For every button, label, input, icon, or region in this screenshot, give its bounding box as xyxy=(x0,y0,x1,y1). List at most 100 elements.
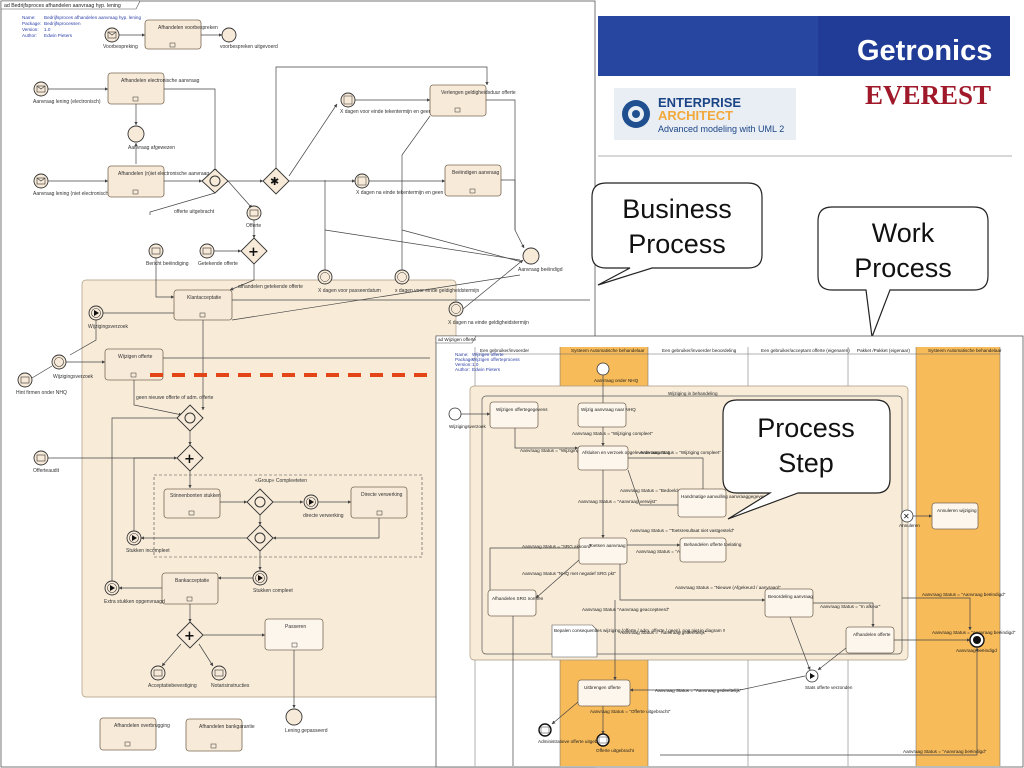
task-beeindigen-label: Beëindigen aanvraag xyxy=(452,170,499,176)
task-beeindigen-aanvraag[interactable]: Beëindigen aanvraag xyxy=(444,164,502,197)
wp-task-annuleren-wijziging[interactable]: Annuleren wijziging xyxy=(931,502,979,530)
wp-task-behandelen-offerte[interactable]: Behandelen offerte toelating xyxy=(679,537,742,563)
timer-event-x-dagen-einde[interactable] xyxy=(394,269,410,285)
start-event-getekende-offerte[interactable] xyxy=(199,243,215,259)
intermediate-event-directe-verwerking[interactable] xyxy=(303,494,319,510)
task-passeren[interactable]: Passeren xyxy=(264,618,324,651)
wp-end-event-offerte-uitgebracht[interactable] xyxy=(596,733,610,747)
timer-event-x-dagen-na[interactable] xyxy=(448,301,464,317)
enterprise-architect-logo: ENTERPRISE ARCHITECT Advanced modeling w… xyxy=(614,88,796,140)
task-afhandelen-niet-elec[interactable]: Afhandelen (n)iet electronische aanvraag xyxy=(107,165,209,198)
task-directe-verwerking[interactable]: Directe verwerking xyxy=(350,486,408,519)
wp-task-toetsen-aanvraag[interactable]: Toetsen aanvraag xyxy=(578,537,628,565)
wp-end-event-aanvraag-beeindigd[interactable] xyxy=(969,632,985,648)
task-afhandelen-overbrugging[interactable]: Afhandelen overbrugging xyxy=(99,717,170,751)
task-afhandelen-elec[interactable]: Afhandelen electronische aanvraag xyxy=(107,72,200,105)
wp-label-status-toetsresultaat: Aanvraag Status = "Toetsresultaat niet v… xyxy=(630,528,735,533)
label-bericht-beeindiging: Bericht beëindiging xyxy=(146,261,189,267)
everest-logo: EVEREST xyxy=(865,80,991,110)
label-aanvraag-afgewezen: Aanvraag afgewezen xyxy=(128,145,175,151)
label-aanvraag-beeindigd: Aanvraag beëindigd xyxy=(518,267,563,273)
intermediate-event-wijzigingsverzoek-2[interactable] xyxy=(51,354,67,370)
cancel-icon: ✕ xyxy=(903,512,910,521)
label-voorbespreken-uitgevoerd: voorbespreken uitgevoerd xyxy=(220,44,278,50)
lane-header-6: Systeem Automatische behandelaar xyxy=(928,348,1002,353)
task-stinnenbonten-label: Stinnenbonten stukken xyxy=(170,493,221,499)
wp-task-handmatige-aanvulling[interactable]: Handmatige aanvulling aanvraaggegevens xyxy=(677,488,769,518)
timer-event-x-dagen-passeer[interactable] xyxy=(317,269,333,285)
wp-end-event-administratie[interactable] xyxy=(538,723,552,737)
plus-icon: + xyxy=(248,245,259,260)
wp-task-afhandelen-srg[interactable]: Afhandelen SRG normen xyxy=(487,589,544,617)
wp-start-event[interactable] xyxy=(596,362,610,376)
meta-version-value: 1.0 xyxy=(44,27,51,32)
wp-label-status-beeindigd-bottom: Aanvraag Status = "Aanvraag beëindigd" xyxy=(903,749,987,754)
task-afhandelen-voorbespreken[interactable]: Afhandelen voorbespreken xyxy=(144,19,218,50)
end-event-aanvraag-beeindigd[interactable] xyxy=(522,247,540,265)
task-afhandelen-niet-elec-label: Afhandelen (n)iet electronische aanvraag xyxy=(118,171,209,177)
work-process-diagram: ad Wijzigen offerte Een gebruiker/invoer… xyxy=(435,335,1024,768)
end-event-notarisinstructies[interactable] xyxy=(211,665,227,681)
task-verlengen-geldigheidsduur[interactable]: Verlengen geldigheidsduur offerte xyxy=(429,84,516,117)
bubble-step-line2: Step xyxy=(778,448,834,478)
wp-task-uitbrengen-offerte[interactable]: Uitbrengen offerte xyxy=(577,679,631,707)
intermediate-event-extra-stukken[interactable] xyxy=(104,580,120,596)
intermediate-event-stukken-compleet[interactable] xyxy=(252,570,268,586)
label-x-dagen-verlengen: X dagen voor einde tekentermijn en geen … xyxy=(340,109,472,115)
wp-event-annuleren[interactable]: ✕ xyxy=(900,509,914,523)
start-event-aanvraag-niet-elec[interactable] xyxy=(33,173,49,189)
wp-task-uitbrengen-offerte-label: Uitbrengen offerte xyxy=(584,685,621,690)
bubble-business-process: Business Process xyxy=(591,182,763,286)
intermediate-event-x-dagen-verlengen[interactable] xyxy=(340,92,356,108)
meta-author-label: Author: xyxy=(22,33,37,38)
start-event-voorbespreking[interactable] xyxy=(104,27,120,43)
label-wijzigingsverzoek: Wijzigingsverzoek xyxy=(88,324,129,330)
wp-task-wijzigen-offertegegevens[interactable]: Wijzigen offertegegevens xyxy=(489,401,548,429)
task-afhandelen-bankgarantie[interactable]: Afhandelen bankgarantie xyxy=(185,718,255,752)
end-event-voorbespreking[interactable] xyxy=(221,27,237,43)
task-afhandelen-elec-label: Afhandelen electronische aanvraag xyxy=(121,78,200,84)
wp-label-offerte-uitgebracht: Offerte uitgebracht xyxy=(596,748,635,753)
wp-task-beoordeling-aanvraag[interactable]: Beoordeling aanvraag xyxy=(764,588,814,618)
end-event-aanvraag-afgewezen[interactable] xyxy=(127,125,145,143)
wp-label-status-toestemming: Aanvraag Status "Aanvraag geaccepteerd" xyxy=(582,607,670,612)
end-event-lening-gepasseerd[interactable] xyxy=(285,708,303,726)
ea-line-2: ARCHITECT xyxy=(658,108,733,123)
meta-author-value: Edwin Pieters xyxy=(44,33,73,38)
task-stinnenbonten-stukken[interactable]: Stinnenbonten stukken xyxy=(163,488,221,519)
asterisk-icon: ✱ xyxy=(270,175,279,188)
intermediate-event-stukken-incompleet[interactable] xyxy=(126,530,142,546)
label-acceptatiebevestiging: Acceptatiebevestiging xyxy=(148,683,197,689)
wp-event-stats-offerte[interactable] xyxy=(805,669,819,683)
inclusive-gateway-4[interactable] xyxy=(246,524,274,552)
wp-label-administratie: Administratieve offerte uitgebracht xyxy=(538,739,608,744)
wp-label-status-compleet: Aanvraag Status = "Wijziging compleet" xyxy=(572,431,653,436)
start-event-hint-firmen[interactable] xyxy=(17,372,33,388)
intermediate-event-x-dagen-beeindigen[interactable] xyxy=(354,173,370,189)
wp-start-wijzigingsverzoek[interactable] xyxy=(448,407,462,421)
wp-task-wijzig-aanvraag[interactable]: Wijzig aanvraag naar NHQ xyxy=(577,402,636,428)
intermediate-event-offerte[interactable] xyxy=(246,205,262,221)
lane-header-2: Systeem Automatische behandelaar xyxy=(571,348,645,353)
task-bankacceptatie[interactable]: Bankacceptatie xyxy=(161,572,219,605)
intermediate-event-wijzigingsverzoek[interactable] xyxy=(88,305,104,321)
start-event-offerteaudit[interactable] xyxy=(33,450,49,466)
label-stukken-incompleet: Stukken incompleet xyxy=(126,548,170,554)
parallel-gateway-3[interactable]: + xyxy=(176,621,204,649)
start-event-aanvraag-elec[interactable] xyxy=(33,81,49,97)
meta-block: Name: Bedrijfsproces afhandelen aanvraag… xyxy=(22,15,141,38)
bubble-work-process: Work Process xyxy=(817,206,989,338)
wp-task-afhandelen-offerte[interactable]: Afhandelen offerte xyxy=(845,626,895,654)
start-event-bericht-beeindiging[interactable] xyxy=(148,243,164,259)
label-afhandelen-getekende: afhandelen getekende offerte xyxy=(238,284,303,290)
task-klantacceptatie[interactable]: Klantacceptatie xyxy=(173,289,233,321)
wp-meta-version-value: 1.0 xyxy=(472,362,479,367)
wp-task-behandelen-offerte-label: Behandelen offerte toelating xyxy=(684,542,742,547)
task-afhandelen-overbrugging-label: Afhandelen overbrugging xyxy=(114,723,170,729)
label-geen-nieuwe: geen nieuwe offerte of adm. offerte xyxy=(136,395,214,401)
label-getekende-offerte: Getekende offerte xyxy=(198,261,238,267)
end-event-acceptatiebevestiging[interactable] xyxy=(150,665,166,681)
complex-gateway[interactable]: ✱ xyxy=(262,167,290,195)
task-klantacceptatie-label: Klantacceptatie xyxy=(187,295,221,301)
